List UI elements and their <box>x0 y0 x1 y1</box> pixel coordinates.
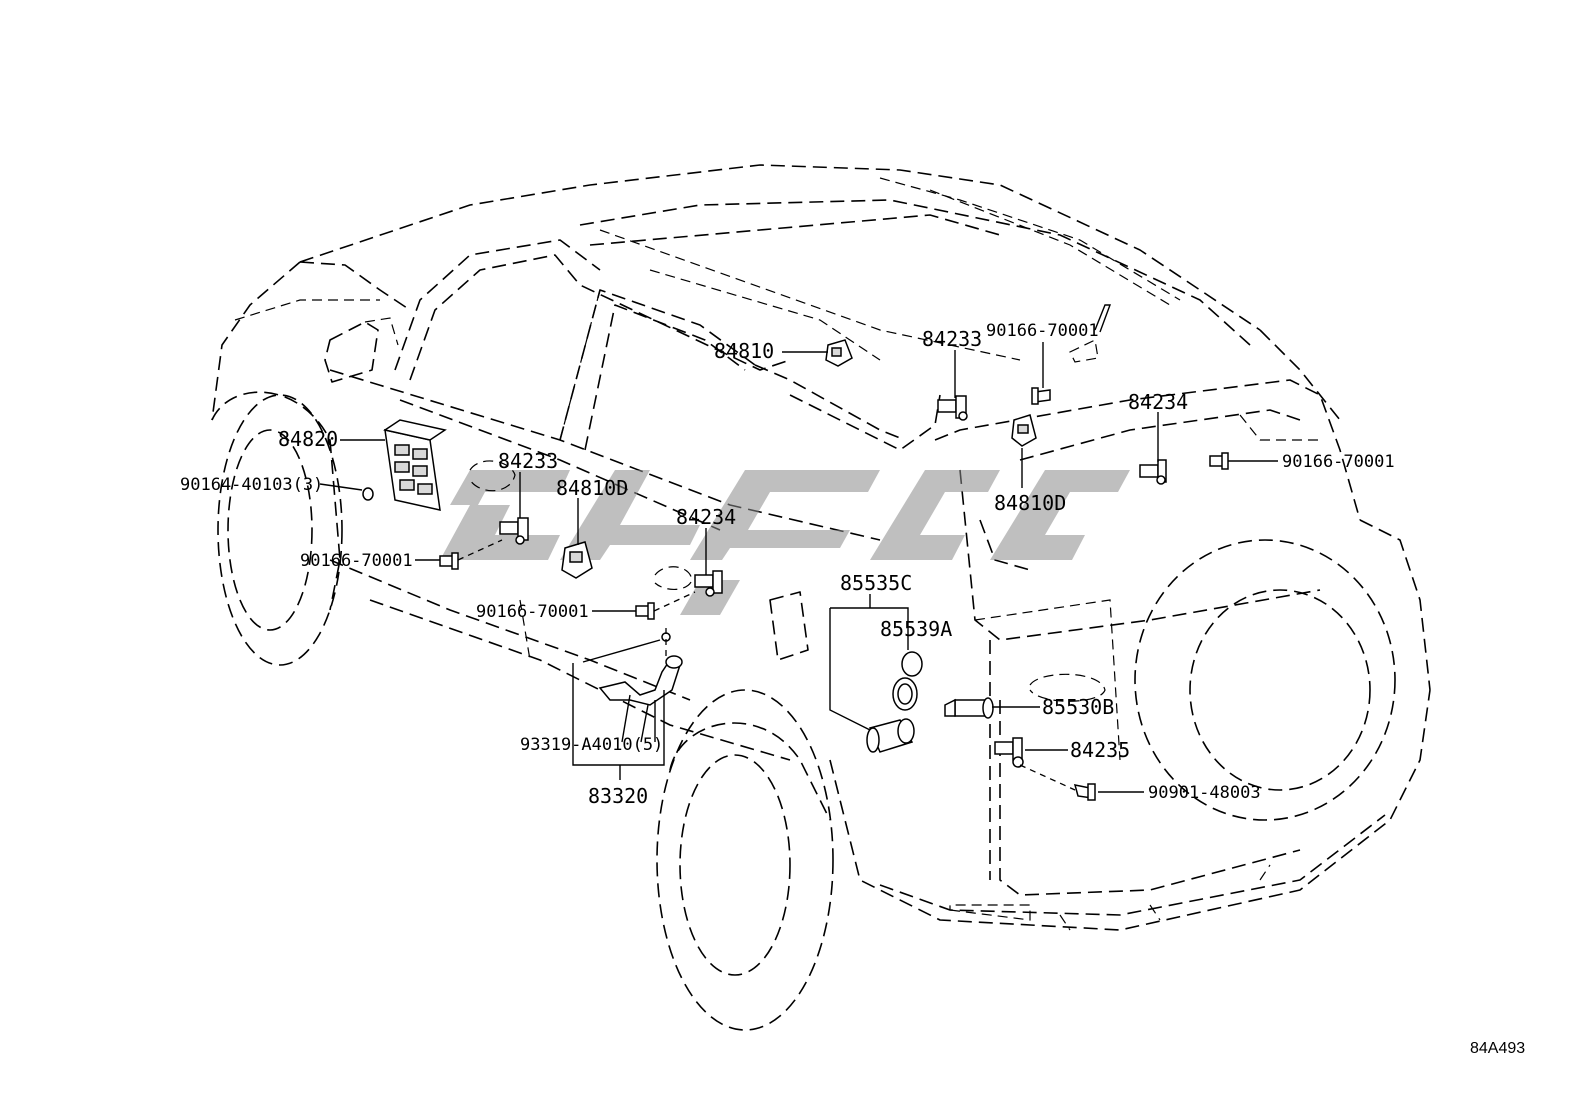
part-85530B-lighter <box>944 697 994 719</box>
callout-84233-left: 84233 <box>498 449 558 473</box>
callout-90166-right: 90166-70001 <box>1282 452 1395 472</box>
part-83320-lamp-assembly <box>598 632 683 706</box>
callout-84233-top: 84233 <box>922 327 982 351</box>
callout-84810: 84810 <box>714 339 774 363</box>
part-84235-switch <box>994 737 1024 768</box>
callout-84235: 84235 <box>1070 738 1130 762</box>
leader-lines <box>319 342 1278 793</box>
part-84233-top <box>937 395 968 421</box>
part-84233-left <box>469 460 529 545</box>
part-screw-90164 <box>362 487 374 501</box>
part-screw-90901 <box>1073 783 1096 801</box>
callout-90166-top: 90166-70001 <box>986 321 1099 341</box>
callout-90164: 90164-40103(3) <box>180 475 323 495</box>
callout-90166-left: 90166-70001 <box>300 551 413 571</box>
part-84810D-right <box>1011 414 1037 447</box>
callout-85535C: 85535C <box>840 571 912 595</box>
part-84810D-left <box>561 541 593 579</box>
callout-85530B: 85530B <box>1042 695 1114 719</box>
part-85535C-socket <box>866 718 915 753</box>
part-bolt-90166-left <box>439 552 459 570</box>
part-84820-switch <box>383 419 447 511</box>
part-bolt-90166-top <box>1031 387 1051 405</box>
vehicle-outline <box>211 164 1431 1031</box>
part-84234-mid <box>654 566 723 597</box>
callout-85539A: 85539A <box>880 617 952 641</box>
callout-84234-right: 84234 <box>1128 390 1188 414</box>
callout-84810D-right: 84810D <box>994 491 1066 515</box>
callout-84810D-left: 84810D <box>556 476 628 500</box>
part-bolt-90166-mid <box>635 602 655 620</box>
callout-83320: 83320 <box>588 784 648 808</box>
callout-84234-mid: 84234 <box>676 505 736 529</box>
part-84810-switch-top <box>825 339 853 367</box>
callout-90166-mid: 90166-70001 <box>476 602 589 622</box>
callout-labels: 84810 84233 90166-70001 84234 90166-7000… <box>180 321 1395 808</box>
callout-93319: 93319-A4010(5) <box>520 735 663 755</box>
callout-90901: 90901-48003 <box>1148 783 1261 803</box>
diagram-reference-code: 84A493 <box>1470 1040 1525 1057</box>
callout-84820: 84820 <box>278 427 338 451</box>
part-bolt-90166-right <box>1209 452 1229 470</box>
part-84234-right <box>1139 459 1167 485</box>
brand-watermark-logo <box>440 470 1130 615</box>
part-85539A-cap <box>892 651 923 711</box>
